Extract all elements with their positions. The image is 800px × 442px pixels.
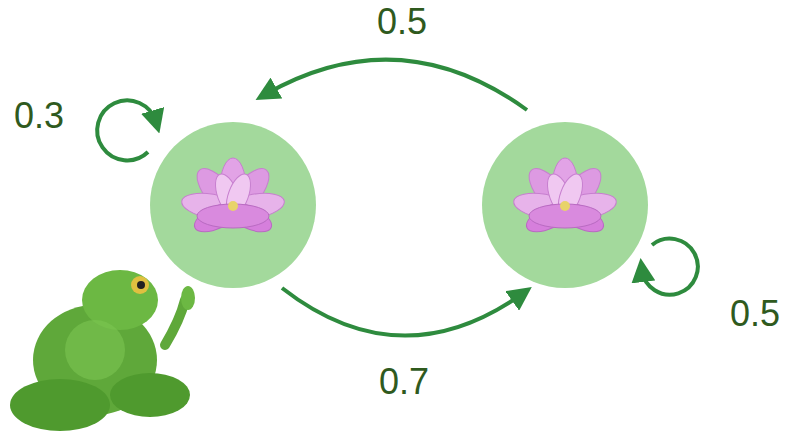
frog — [10, 270, 195, 431]
transition-arrow — [282, 288, 522, 336]
lily-pad — [482, 122, 648, 288]
probability-label: 0.3 — [14, 96, 64, 136]
lily-pad — [150, 122, 316, 288]
probability-label: 0.5 — [377, 2, 427, 42]
lotus-flower — [180, 158, 287, 238]
self-loop-arrow — [642, 239, 698, 295]
self-loop-arrow — [97, 100, 156, 160]
probability-label: 0.7 — [379, 362, 429, 402]
probability-label: 0.5 — [730, 294, 780, 334]
transition-arrow — [266, 60, 527, 110]
lotus-flower — [512, 158, 619, 238]
